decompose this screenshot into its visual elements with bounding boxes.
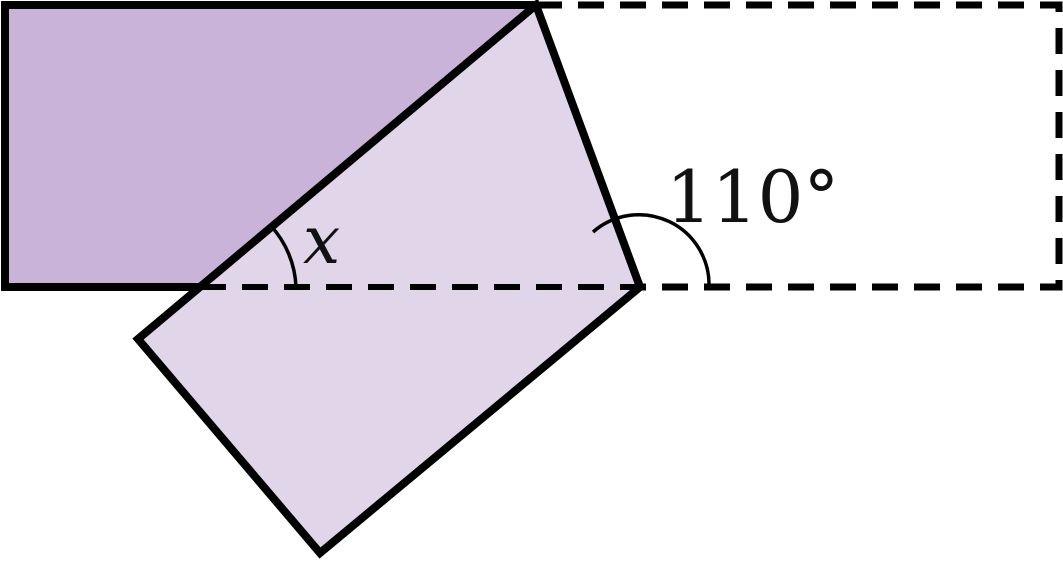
unfolded-region-outline bbox=[1, 1, 536, 291]
folded-flap bbox=[138, 5, 640, 553]
angle-x-arc bbox=[269, 224, 298, 288]
angle-x-label: x bbox=[303, 202, 340, 279]
angle-110-arc bbox=[591, 213, 711, 288]
angle-110-label: 110° bbox=[666, 155, 839, 239]
unfolded-region bbox=[5, 5, 536, 287]
